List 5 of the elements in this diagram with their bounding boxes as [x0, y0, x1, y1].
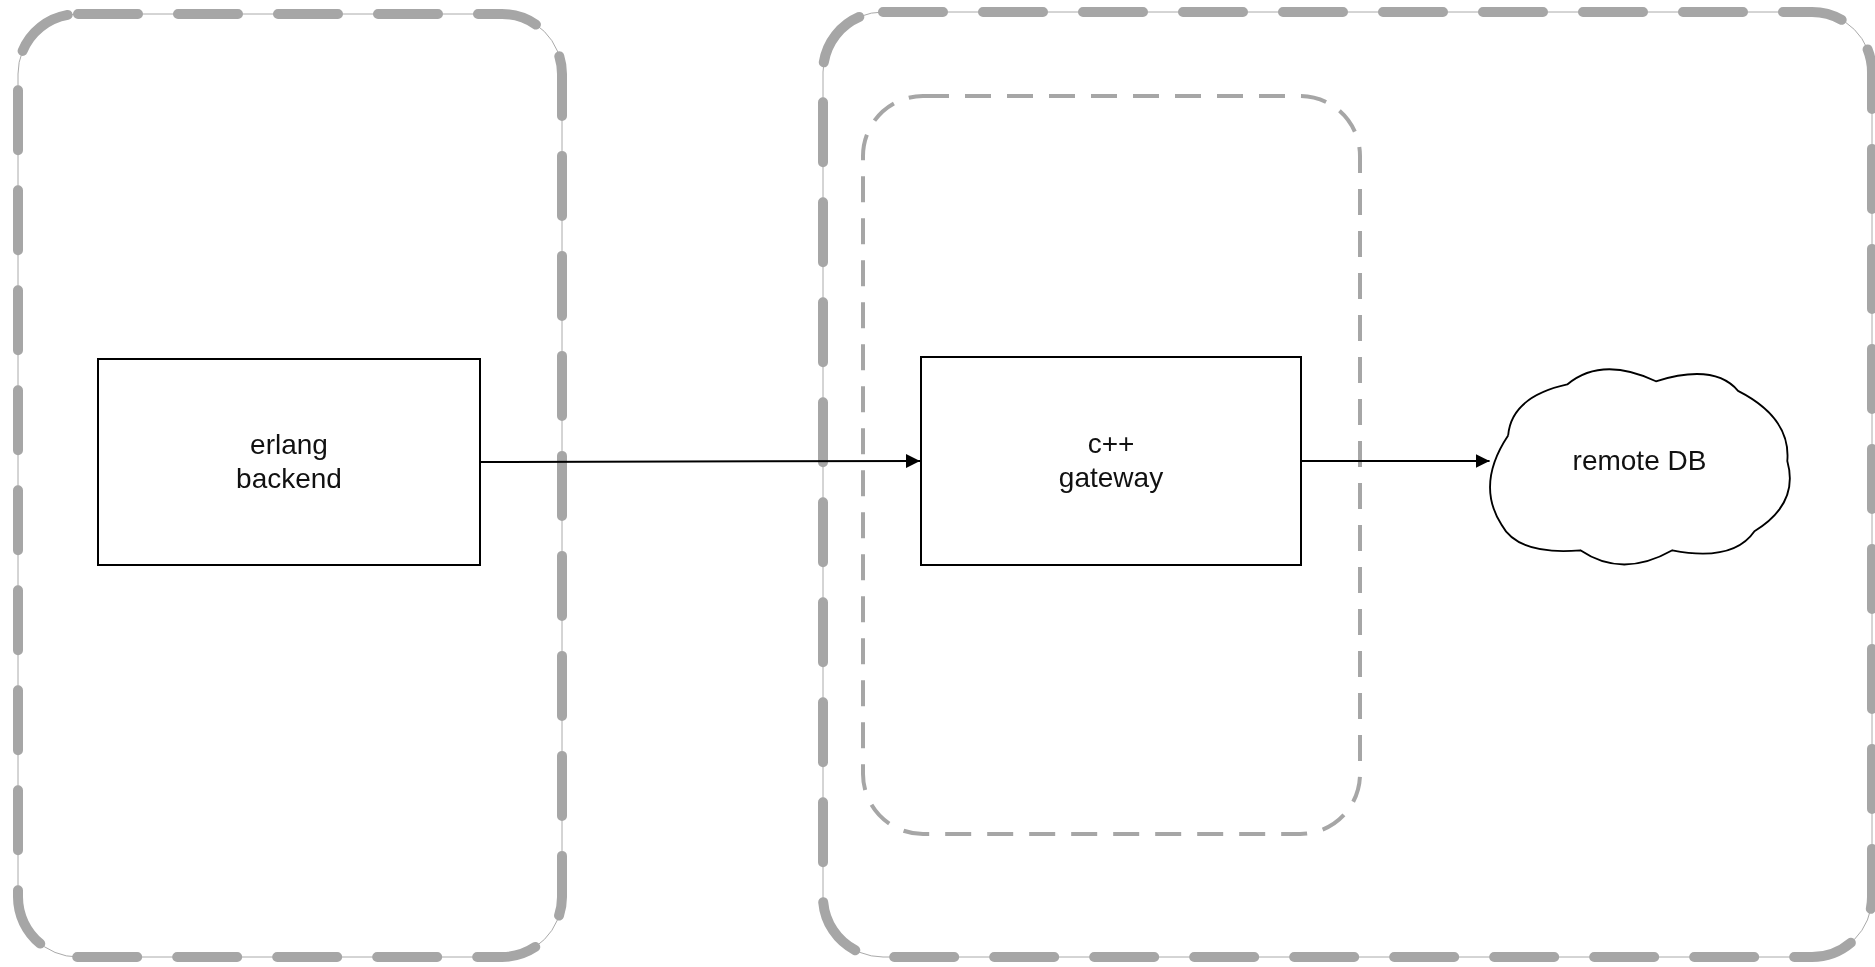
- arrow: [1301, 454, 1491, 468]
- node-label: erlang backend: [235, 428, 343, 496]
- node-label: c++ gateway: [1057, 427, 1165, 495]
- arrow: [480, 454, 921, 469]
- node-label: remote DB: [1572, 444, 1707, 478]
